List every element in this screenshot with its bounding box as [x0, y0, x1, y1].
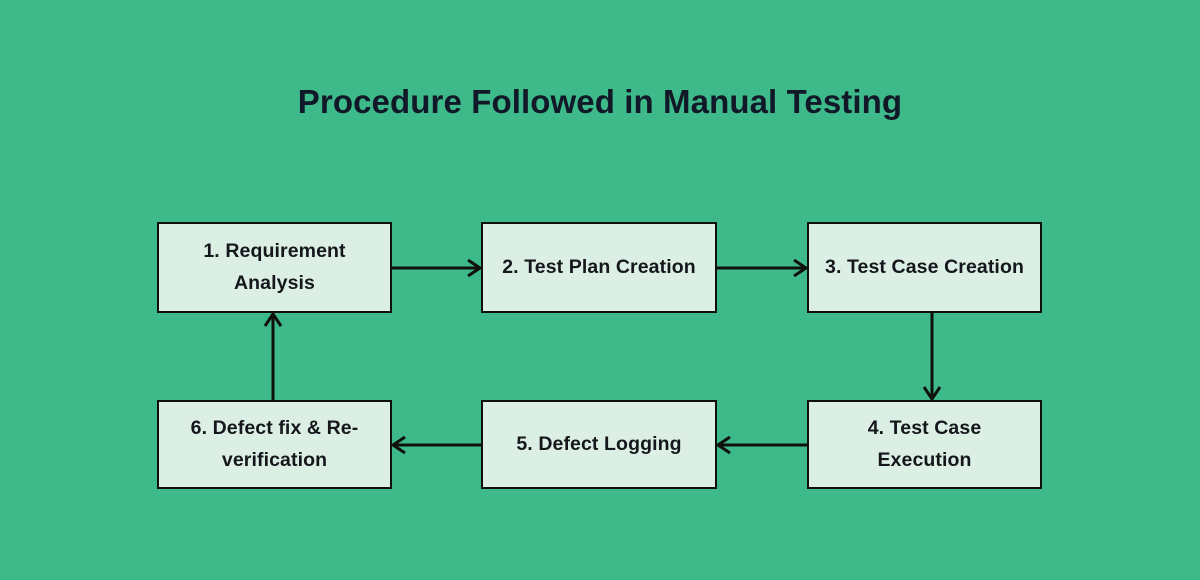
arrow-step3-to-step4: [922, 313, 942, 402]
arrow-step1-to-step2: [392, 258, 483, 278]
arrow-step2-to-step3: [717, 258, 809, 278]
flow-node-step-5[interactable]: 5. Defect Logging: [481, 400, 717, 489]
flow-node-step-3[interactable]: 3. Test Case Creation: [807, 222, 1042, 313]
flow-node-step-1[interactable]: 1. Requirement Analysis: [157, 222, 392, 313]
flow-node-label: 6. Defect fix & Re-verification: [190, 416, 359, 471]
flow-node-label: 4. Test Case Execution: [867, 416, 982, 471]
flow-node-step-2[interactable]: 2. Test Plan Creation: [481, 222, 717, 313]
arrow-step4-to-step5: [715, 435, 807, 455]
flow-node-label: 3. Test Case Creation: [825, 255, 1024, 278]
arrow-step5-to-step6: [390, 435, 481, 455]
flow-node-step-6[interactable]: 6. Defect fix & Re-verification: [157, 400, 392, 489]
page-title: Procedure Followed in Manual Testing: [297, 83, 903, 120]
flow-node-label: 5. Defect Logging: [516, 432, 682, 455]
arrow-step6-to-step1: [263, 311, 283, 400]
flow-node-step-4[interactable]: 4. Test Case Execution: [807, 400, 1042, 489]
flow-node-label: 1. Requirement Analysis: [203, 239, 346, 294]
flow-node-label: 2. Test Plan Creation: [502, 255, 696, 278]
